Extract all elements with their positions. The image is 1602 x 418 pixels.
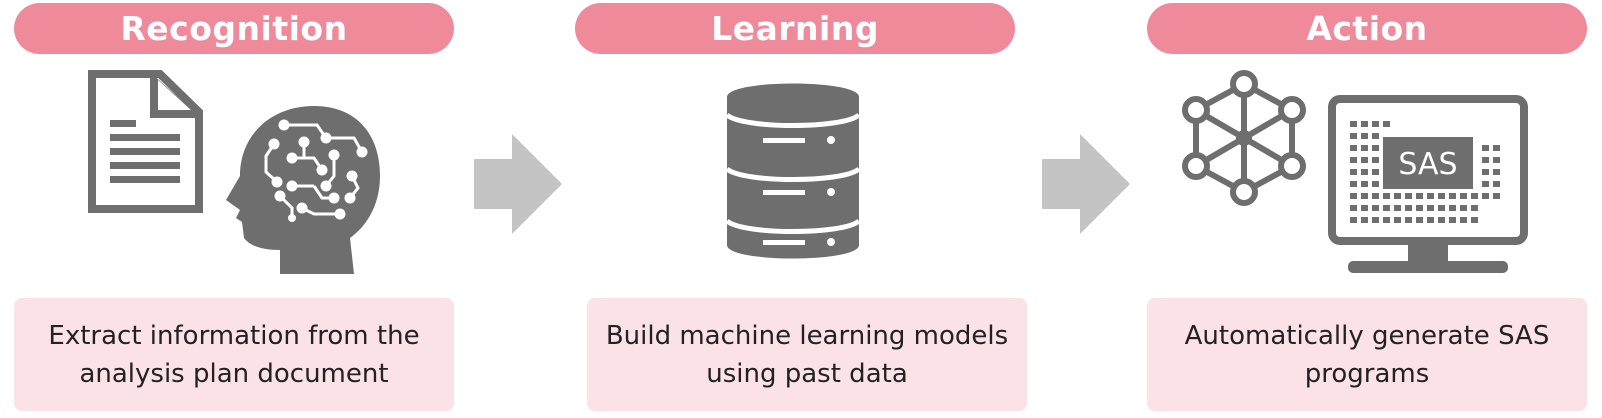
screen-pixel — [1350, 181, 1357, 187]
screen-pixel — [1460, 193, 1467, 199]
screen-pixel — [1493, 145, 1500, 151]
screen-pixel — [1405, 217, 1412, 223]
screen-pixel — [1350, 157, 1357, 163]
screen-pixel — [1361, 193, 1368, 199]
screen-pixel — [1460, 205, 1467, 211]
step-recognition-description: Extract information from the analysis pl… — [14, 298, 454, 411]
screen-pixel — [1361, 169, 1368, 175]
screen-pixel — [1383, 193, 1390, 199]
step-learning-header: Learning — [575, 3, 1015, 54]
screen-pixel — [1394, 205, 1401, 211]
screen-pixel — [1361, 181, 1368, 187]
network-icon — [1182, 70, 1306, 206]
screen-pixel — [1350, 169, 1357, 175]
screen-pixel — [1427, 205, 1434, 211]
screen-pixel — [1350, 145, 1357, 151]
screen-pixel — [1493, 181, 1500, 187]
monitor-label: SAS — [1398, 147, 1457, 182]
screen-pixel — [1372, 181, 1379, 187]
step-action-header: Action — [1147, 3, 1587, 54]
screen-pixel — [1493, 169, 1500, 175]
screen-pixel — [1438, 217, 1445, 223]
screen-pixel — [1372, 133, 1379, 139]
screen-pixel — [1416, 193, 1423, 199]
screen-pixel — [1372, 193, 1379, 199]
screen-pixel — [1350, 121, 1357, 127]
screen-pixel — [1372, 157, 1379, 163]
screen-pixel — [1449, 205, 1456, 211]
screen-pixel — [1427, 193, 1434, 199]
screen-pixel — [1471, 193, 1478, 199]
screen-pixel — [1350, 193, 1357, 199]
screen-pixel — [1394, 193, 1401, 199]
screen-pixel — [1493, 157, 1500, 163]
screen-pixel — [1372, 217, 1379, 223]
screen-pixel — [1482, 193, 1489, 199]
screen-pixel — [1361, 157, 1368, 163]
screen-pixel — [1493, 193, 1500, 199]
screen-pixel — [1383, 217, 1390, 223]
screen-pixel — [1427, 217, 1434, 223]
screen-pixel — [1372, 205, 1379, 211]
screen-pixel — [1438, 193, 1445, 199]
screen-pixel — [1394, 217, 1401, 223]
arrow-right-icon — [474, 134, 562, 234]
screen-pixel — [1416, 205, 1423, 211]
screen-pixel — [1482, 145, 1489, 151]
screen-pixel — [1372, 145, 1379, 151]
screen-pixel — [1372, 121, 1379, 127]
step-learning-description: Build machine learning models using past… — [587, 298, 1027, 411]
monitor-icon: SAS — [1328, 95, 1528, 273]
screen-pixel — [1449, 193, 1456, 199]
screen-pixel — [1471, 217, 1478, 223]
screen-pixel — [1383, 205, 1390, 211]
screen-pixel — [1482, 181, 1489, 187]
screen-pixel — [1372, 169, 1379, 175]
screen-pixel — [1350, 205, 1357, 211]
database-icon — [725, 83, 861, 259]
screen-pixel — [1471, 205, 1478, 211]
screen-pixel — [1405, 205, 1412, 211]
screen-pixel — [1361, 205, 1368, 211]
screen-pixel — [1482, 169, 1489, 175]
screen-pixel — [1361, 145, 1368, 151]
screen-pixel — [1383, 121, 1390, 127]
screen-pixel — [1350, 133, 1357, 139]
screen-pixel — [1361, 121, 1368, 127]
step-recognition-header: Recognition — [14, 3, 454, 54]
screen-pixel — [1405, 193, 1412, 199]
screen-pixel — [1361, 133, 1368, 139]
screen-pixel — [1482, 157, 1489, 163]
document-icon — [88, 70, 203, 213]
screen-pixel — [1350, 217, 1357, 223]
screen-pixel — [1449, 217, 1456, 223]
screen-pixel — [1438, 205, 1445, 211]
screen-pixel — [1361, 217, 1368, 223]
step-action-description: Automatically generate SAS programs — [1147, 298, 1587, 411]
screen-pixel — [1460, 217, 1467, 223]
arrow-right-icon — [1042, 134, 1130, 234]
brain-head-icon — [226, 106, 380, 274]
screen-pixel — [1416, 217, 1423, 223]
